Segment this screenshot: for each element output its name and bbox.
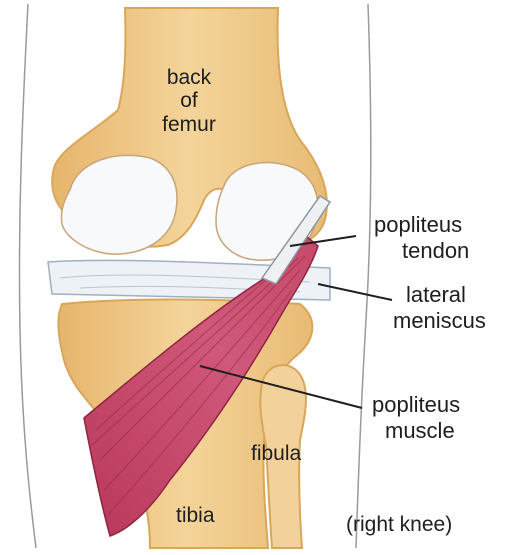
caption-right-knee: (right knee)	[346, 513, 452, 536]
label-popliteus-tendon-line2: tendon	[402, 238, 469, 263]
label-femur-line1: back	[167, 66, 212, 89]
leg-outline-right	[356, 4, 371, 548]
label-fibula: fibula	[251, 442, 302, 465]
label-tibia: tibia	[176, 504, 215, 527]
label-lateral-meniscus-line2: meniscus	[393, 308, 486, 333]
label-femur-line3: femur	[162, 113, 216, 136]
label-popliteus-muscle-line1: popliteus	[372, 392, 460, 417]
label-lateral-meniscus-line1: lateral	[406, 282, 466, 307]
leg-outline-left	[19, 4, 36, 548]
label-popliteus-tendon-line1: popliteus	[374, 212, 462, 237]
label-femur-line2: of	[180, 89, 198, 112]
label-popliteus-muscle-line2: muscle	[385, 418, 455, 443]
